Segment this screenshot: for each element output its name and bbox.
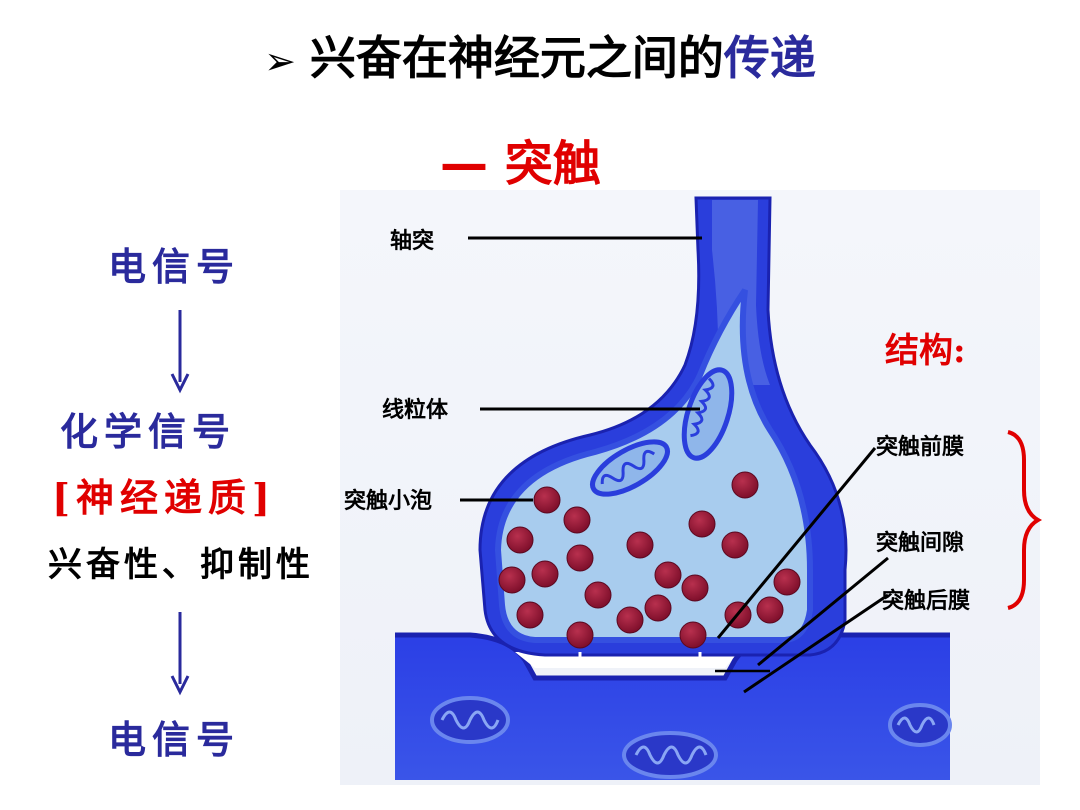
vesicle [654,561,682,589]
title-highlight: 传递 [723,31,816,85]
title-main: 兴奋在神经元之间的 [309,31,724,85]
vesicle [756,596,784,624]
vesicle [679,621,707,649]
synapse-diagram: 轴突 线粒体 突触小泡 结构: 突触前膜 突触间隙 突触后膜 [340,190,1043,785]
mitochondrion-icon [622,731,718,779]
structure-brace [1007,430,1043,610]
leader-lines [460,236,889,694]
electrical-signal-bottom: 电信号 [108,717,241,762]
flow-arrow-down-icon [170,310,190,394]
vesicle [681,574,709,602]
vesicle [516,601,544,629]
vesicle [531,560,559,588]
vesicle [688,510,716,538]
label-postsynaptic-membrane: 突触后膜 [882,588,970,614]
electrical-signal-top: 电信号 [108,244,241,289]
vesicle [644,594,672,622]
label-vesicle: 突触小泡 [344,488,432,514]
neurotransmitter-label: [神经递质] [52,475,276,520]
vesicle [773,568,801,596]
vesicle [566,621,594,649]
flow-arrow-down-icon [170,612,190,696]
mitochondrion-icon [590,439,670,497]
label-presynaptic-membrane: 突触前膜 [876,434,964,460]
synaptic-vesicles [498,471,801,649]
vesicle [616,606,644,634]
vesicle [566,544,594,572]
vesicle [584,581,612,609]
release-sites [578,652,702,666]
cleft-leader [757,556,889,667]
postsynaptic-leader [743,593,889,694]
vesicle [563,506,591,534]
mitochondrion-icon [888,703,952,747]
presynaptic-leader [716,447,877,639]
mitochondrion-icon [430,696,510,744]
label-synaptic-cleft: 突触间隙 [876,530,964,556]
vesicle [626,531,654,559]
vesicle [498,566,526,594]
label-mitochondria: 线粒体 [382,397,449,423]
properties-label: 兴奋性、抑制性 [48,545,314,585]
bullet-arrow-icon: ➢ [264,39,296,83]
vesicle [506,526,534,554]
postsynaptic-neuron [395,635,950,780]
vesicle [721,531,749,559]
slide-title: ➢ 兴奋在神经元之间的传递 [0,28,1080,91]
chemical-signal: 化学信号 [60,409,237,454]
structure-heading: 结构: [885,331,966,371]
slide-subtitle: — 突触 [440,136,601,192]
vesicle [533,486,561,514]
label-axon: 轴突 [390,228,434,254]
vesicle [731,471,759,499]
